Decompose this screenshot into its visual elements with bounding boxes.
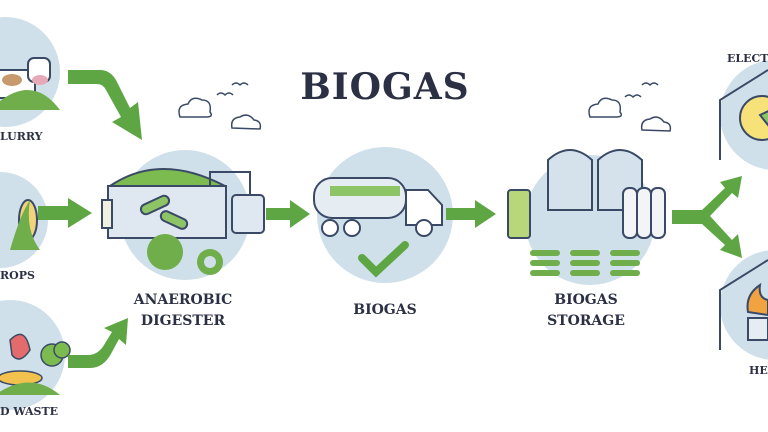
output-label-electricity: ELECT: [727, 52, 768, 65]
stage-label-line: DIGESTER: [140, 313, 226, 329]
stage-label-line: STORAGE: [547, 313, 625, 329]
tanker-truck-icon: [313, 177, 443, 278]
input-label-food-waste: D WASTE: [0, 405, 59, 418]
light-bulb-icon: [719, 69, 768, 160]
flame-icon: [719, 259, 768, 350]
input-label-slurry: LURRY: [0, 130, 43, 143]
cow-icon: [0, 57, 60, 110]
output-label-heat: HE: [749, 364, 768, 377]
stage-label-line: BIOGAS: [554, 292, 618, 308]
digester-tank-icon: [101, 168, 265, 275]
arrow-biogas-to-storage: [446, 200, 496, 228]
storage-tanks-icon: [507, 149, 666, 276]
arrow-storage-split: [672, 176, 742, 258]
clouds-icon: [178, 82, 672, 132]
arrow-crops-to-digester: [38, 198, 92, 228]
stage-label-biogas: BIOGAS: [353, 302, 417, 318]
food-waste-icon: [0, 333, 71, 395]
arrow-slurry-to-digester: [68, 70, 142, 140]
arrow-waste-to-digester: [68, 318, 128, 368]
page-title: BIOGAS: [300, 66, 470, 108]
stage-label-digester: ANAEROBIC DIGESTER: [123, 290, 243, 332]
arrow-digester-to-biogas: [266, 200, 310, 228]
corn-icon: [10, 199, 40, 250]
stage-label-storage: BIOGAS STORAGE: [526, 290, 646, 332]
input-label-crops: ROPS: [0, 269, 35, 282]
stage-label-line: ANAEROBIC: [133, 292, 233, 308]
